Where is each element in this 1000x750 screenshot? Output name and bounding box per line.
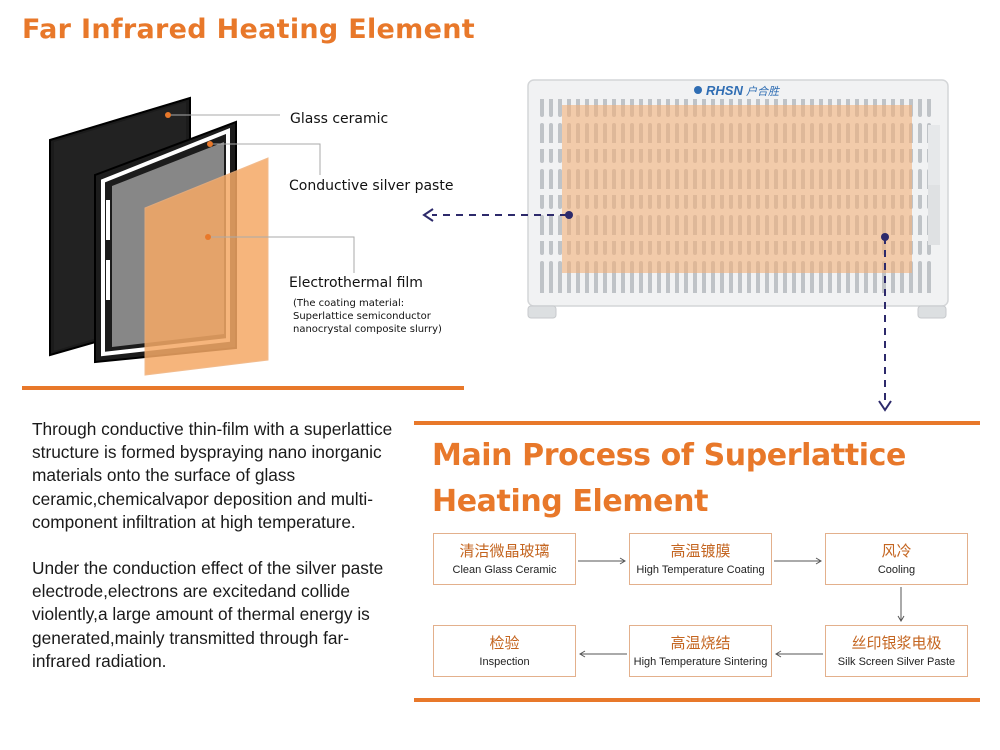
divider-process-bottom xyxy=(414,698,980,702)
process-step-en: Silk Screen Silver Paste xyxy=(837,656,956,668)
coating-note-line: nanocrystal composite slurry) xyxy=(293,324,442,335)
divider-process-top xyxy=(414,421,980,425)
heater-foot xyxy=(527,305,557,319)
label-glass-ceramic: Glass ceramic xyxy=(290,111,389,127)
description-paragraph: Under the conduction effect of the silve… xyxy=(32,558,384,671)
process-step-en: High Temperature Coating xyxy=(636,564,765,576)
page-title: Far Infrared Heating Element xyxy=(22,14,475,45)
arrow-origin-dot xyxy=(881,233,889,241)
process-step: 清洁微晶玻璃 Clean Glass Ceramic xyxy=(433,533,576,585)
layer-stack-illustration xyxy=(49,96,355,376)
process-step-cn: 丝印银浆电极 xyxy=(851,634,942,652)
description-paragraph: Through conductive thin-film with a supe… xyxy=(32,419,393,532)
coating-note-line: (The coating material: xyxy=(293,298,405,309)
label-electrothermal-film: Electrothermal film xyxy=(289,275,423,291)
process-step: 丝印银浆电极 Silk Screen Silver Paste xyxy=(825,625,968,677)
process-step-cn: 高温镀膜 xyxy=(670,542,731,560)
process-step-en: Clean Glass Ceramic xyxy=(452,564,557,576)
process-title-line: Main Process of Superlattice xyxy=(432,438,906,473)
process-step-cn: 检验 xyxy=(489,634,520,652)
process-step: 高温镀膜 High Temperature Coating xyxy=(629,533,772,585)
label-conductive-silver-paste: Conductive silver paste xyxy=(289,178,454,194)
brand-logo-icon xyxy=(694,86,702,94)
leader-dot-silver xyxy=(207,141,213,147)
process-step: 高温烧结 High Temperature Sintering xyxy=(629,625,772,677)
process-step-cn: 清洁微晶玻璃 xyxy=(459,542,550,560)
divider-left xyxy=(22,386,464,390)
process-step-en: High Temperature Sintering xyxy=(633,656,768,668)
process-step-en: Cooling xyxy=(877,564,916,576)
coating-note: (The coating material: Superlattice semi… xyxy=(293,297,442,336)
leader-dot-film xyxy=(205,234,211,240)
brand-name-cn: 户合胜 xyxy=(746,85,781,98)
process-step: 风冷 Cooling xyxy=(825,533,968,585)
brand-name: RHSN xyxy=(706,83,743,98)
description: Through conductive thin-film with a supe… xyxy=(32,418,407,696)
heater-glow xyxy=(562,105,912,273)
process-title-line: Heating Element xyxy=(432,484,709,519)
coating-note-line: Superlattice semiconductor xyxy=(293,311,431,322)
electrothermal-film-panel xyxy=(144,157,269,376)
heater-illustration: RHSN 户合胜 xyxy=(527,79,949,319)
process-step-en: Inspection xyxy=(479,656,530,668)
leader-dot-glass xyxy=(165,112,171,118)
process-step-cn: 风冷 xyxy=(881,542,912,560)
process-title: Main Process of Superlattice Heating Ele… xyxy=(432,433,906,525)
arrow-origin-dot xyxy=(565,211,573,219)
process-step-cn: 高温烧结 xyxy=(670,634,731,652)
process-step: 检验 Inspection xyxy=(433,625,576,677)
heater-foot xyxy=(917,305,947,319)
